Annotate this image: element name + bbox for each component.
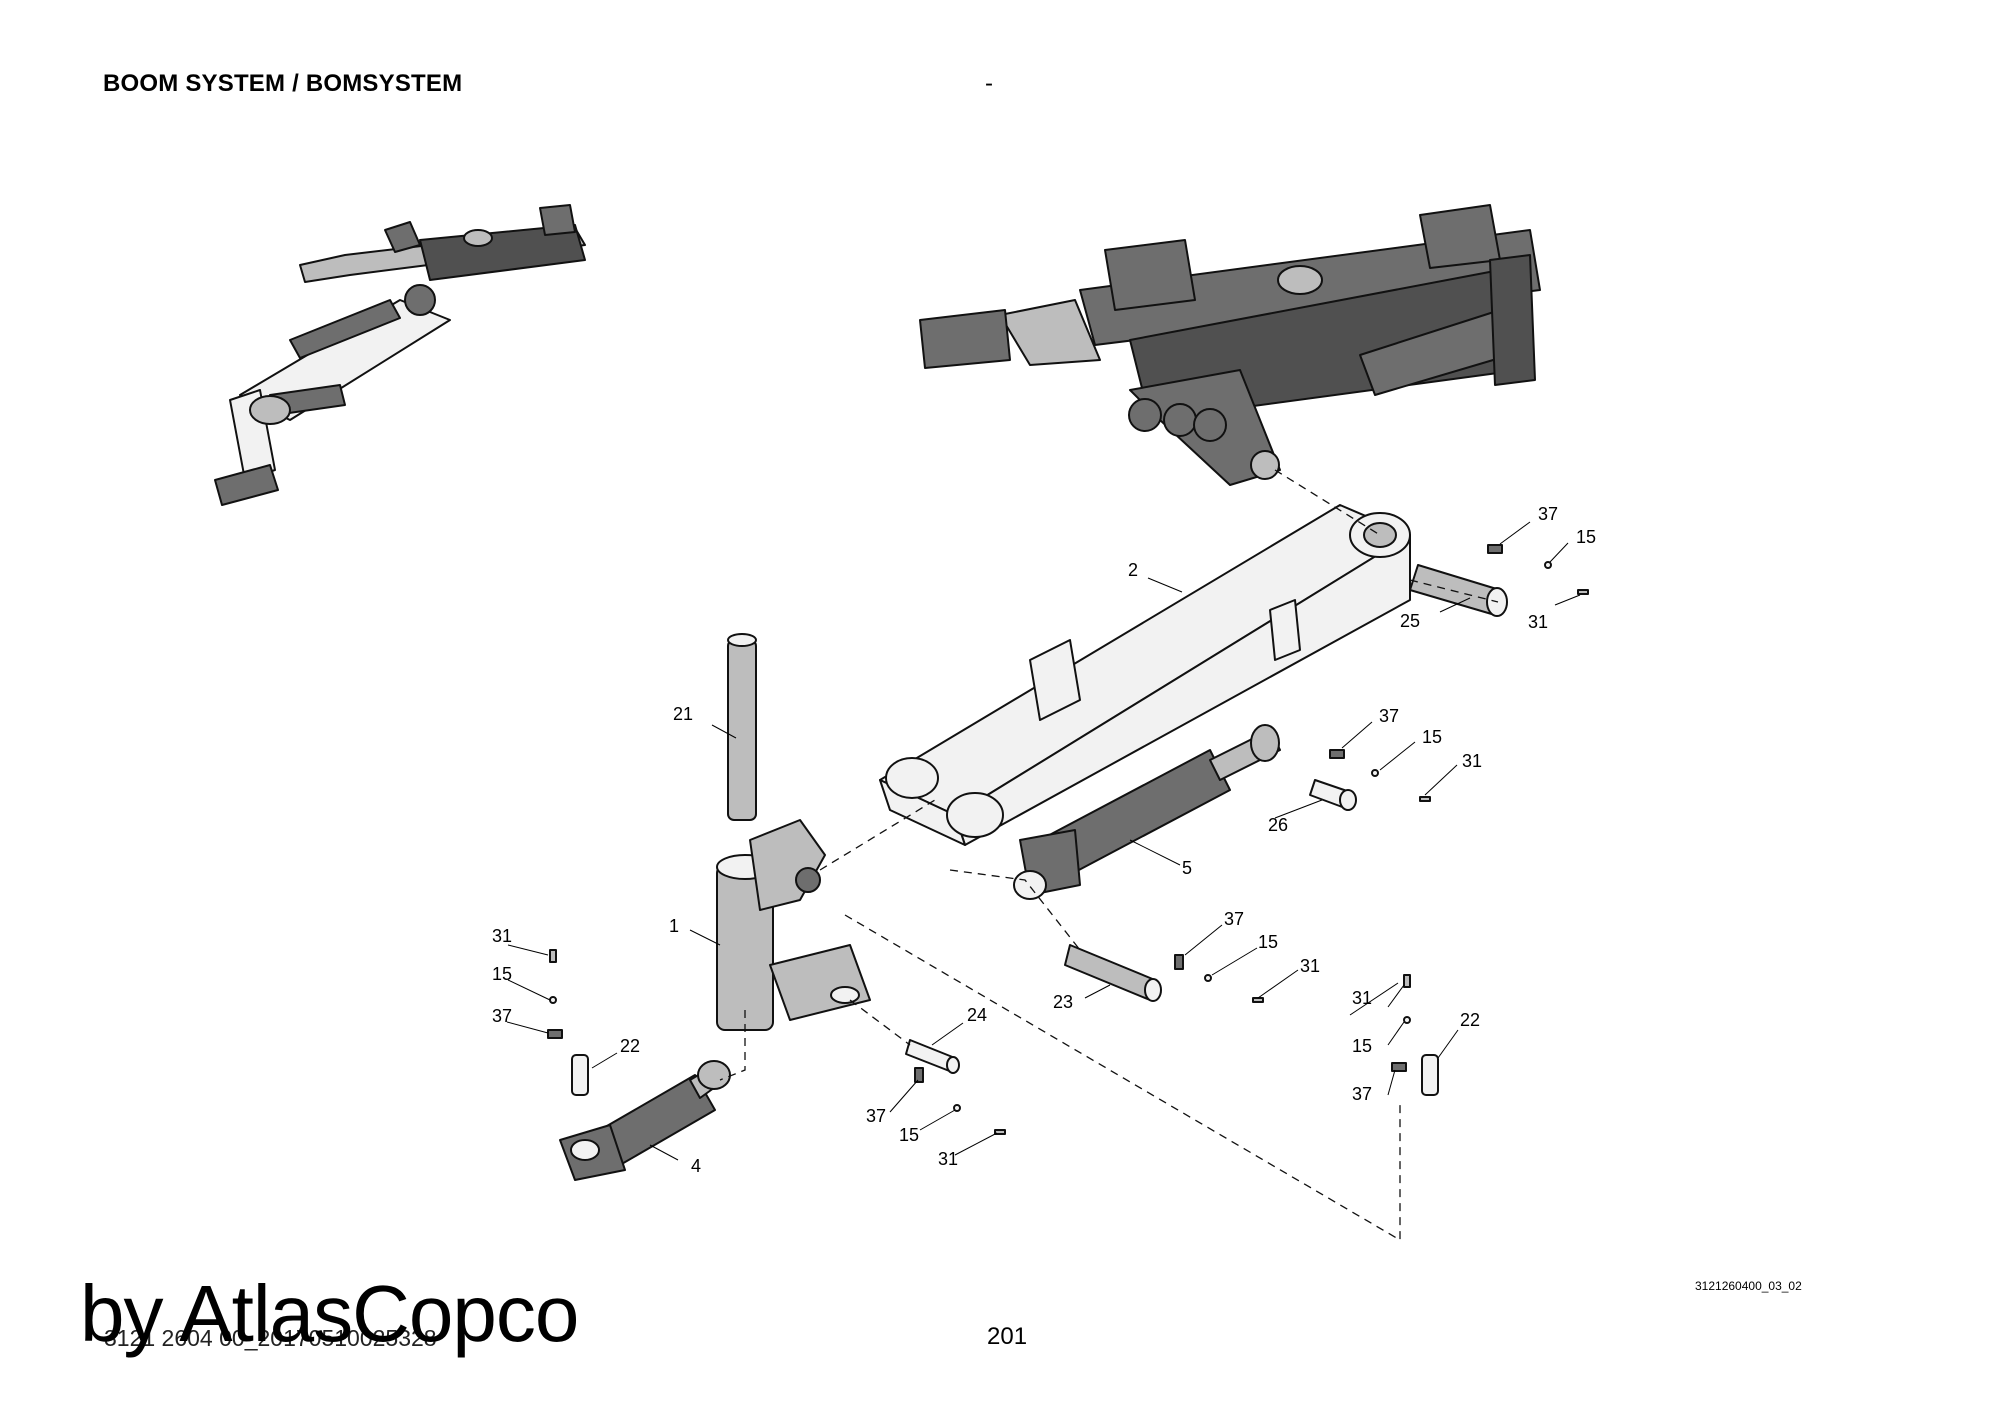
- hardware-small-parts: [547, 544, 1589, 1135]
- callout: 4: [691, 1156, 701, 1176]
- callout: 37: [492, 1006, 512, 1026]
- callout: 15: [1352, 1036, 1372, 1056]
- overview-boom-assembly: [214, 204, 586, 506]
- pin-part-22-right: [1421, 1054, 1439, 1096]
- pin-part-26: [1309, 779, 1357, 811]
- callout: 31: [1462, 751, 1482, 771]
- callout: 15: [1258, 932, 1278, 952]
- callout: 15: [1422, 727, 1442, 747]
- callout: 22: [620, 1036, 640, 1056]
- callout: 15: [899, 1125, 919, 1145]
- callout: 37: [1379, 706, 1399, 726]
- page-title: BOOM SYSTEM / BOMSYSTEM: [103, 70, 463, 97]
- callout: 15: [492, 964, 512, 984]
- callout: 24: [967, 1005, 987, 1025]
- callout: 31: [938, 1149, 958, 1169]
- callout: 21: [673, 704, 693, 724]
- pin-part-25: [1409, 564, 1508, 617]
- callout: 5: [1182, 858, 1192, 878]
- cylinder-part-5: [1013, 724, 1281, 900]
- callout: 1: [669, 916, 679, 936]
- callout: 26: [1268, 815, 1288, 835]
- boom-arm-part-2: [879, 504, 1411, 846]
- document-reference: 3121 2604 00_20170510025328: [104, 1325, 437, 1351]
- callout: 31: [492, 926, 512, 946]
- callout: 22: [1460, 1010, 1480, 1030]
- callout: 2: [1128, 560, 1138, 580]
- callout: 31: [1528, 612, 1548, 632]
- assembly-lines: [719, 469, 1499, 1242]
- pin-part-21: [727, 633, 757, 821]
- callout: 23: [1053, 992, 1073, 1012]
- main-boom-assembly: [919, 204, 1541, 486]
- header-separator: -: [985, 70, 993, 97]
- callout: 31: [1300, 956, 1320, 976]
- callout: 37: [866, 1106, 886, 1126]
- callout: 31: [1352, 988, 1372, 1008]
- watermark-text: by AtlasCopco: [80, 1269, 579, 1358]
- callout: 37: [1352, 1084, 1372, 1104]
- callout: 15: [1576, 527, 1596, 547]
- pin-part-22-left: [571, 1054, 589, 1096]
- swing-bracket-part-1: [716, 819, 871, 1031]
- callout: 37: [1538, 504, 1558, 524]
- figure-reference: 3121260400_03_02: [1695, 1279, 1802, 1293]
- pin-part-23: [1064, 944, 1162, 1002]
- callout-labels: 2 37 15 25 31 37 15 31 21 26 5 1 37 15 3…: [492, 504, 1596, 1176]
- pin-part-24: [905, 1039, 960, 1074]
- page-number: 201: [987, 1323, 1028, 1350]
- cylinder-part-4: [559, 1060, 731, 1181]
- callout: 37: [1224, 909, 1244, 929]
- leader-lines: [506, 521, 1581, 1161]
- callout: 25: [1400, 611, 1420, 631]
